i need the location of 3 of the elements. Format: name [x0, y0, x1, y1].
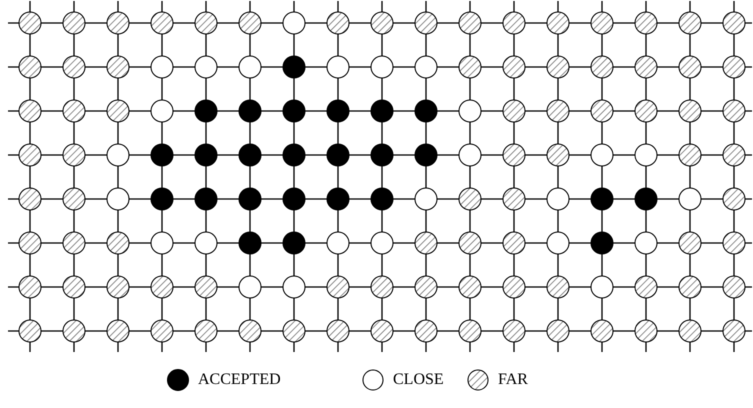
legend-label: FAR	[498, 371, 528, 389]
legend-label: CLOSE	[393, 371, 444, 389]
legend-label: ACCEPTED	[198, 371, 281, 389]
